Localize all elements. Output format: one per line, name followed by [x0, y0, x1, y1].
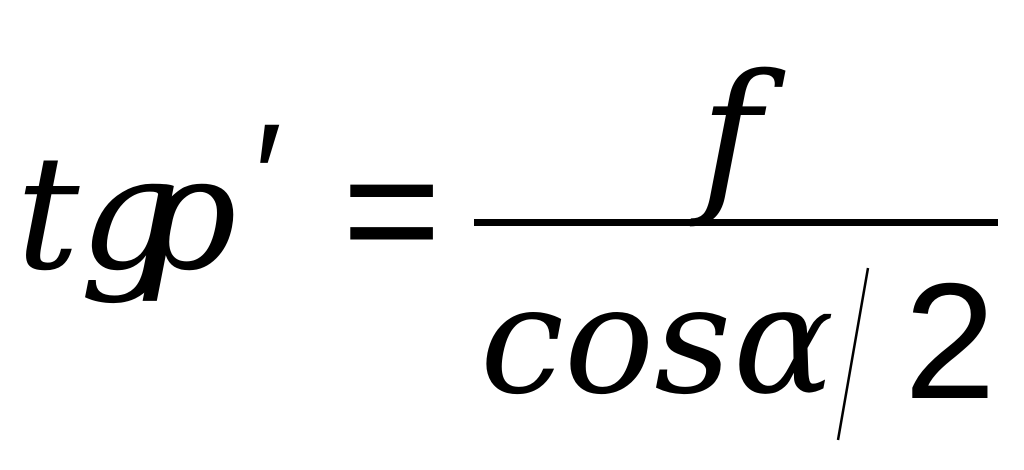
fraction-bar — [474, 219, 998, 226]
denominator-variable-alpha: α — [733, 254, 834, 428]
lhs-function-tg: tg — [16, 122, 181, 306]
denominator-slash — [836, 267, 870, 441]
denominator-slash-glyph: / — [850, 384, 853, 395]
lhs-variable-rho: ρ — [142, 122, 237, 306]
equals-sign: = — [342, 115, 441, 305]
numerator-f: f — [689, 39, 786, 231]
denominator-function-cos: cos — [480, 254, 731, 428]
lhs-prime: ′ — [254, 92, 282, 260]
denominator-divisor-2: 2 — [904, 249, 996, 433]
